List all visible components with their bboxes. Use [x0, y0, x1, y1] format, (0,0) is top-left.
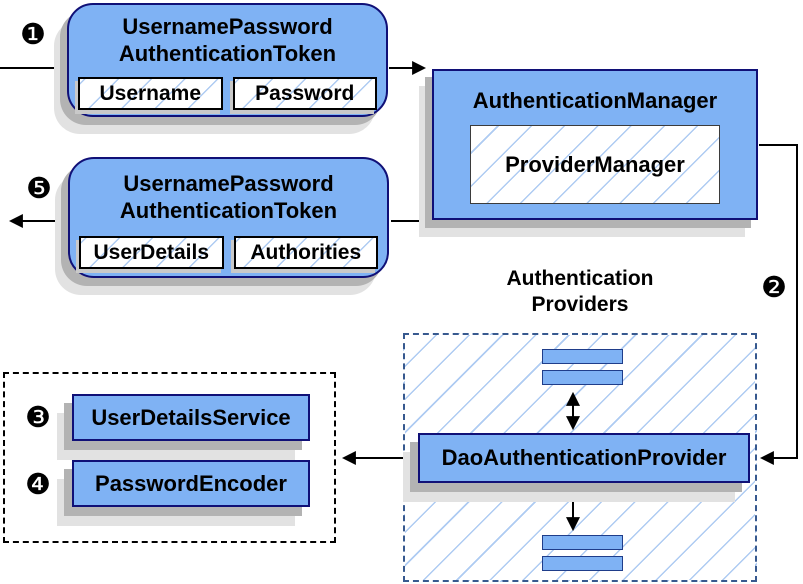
username-field-box: Username	[78, 77, 223, 110]
authentication-manager-title: AuthenticationManager	[472, 88, 718, 113]
user-details-service-node: UserDetailsService	[72, 394, 310, 441]
step-4-badge: ❹	[25, 469, 51, 501]
step-2-badge: ❷	[761, 272, 787, 304]
password-encoder-node: PasswordEncoder	[72, 460, 310, 507]
provider-manager-box: ProviderManager	[470, 125, 720, 204]
provider-list-bar	[542, 370, 623, 385]
step-5-badge: ❺	[26, 173, 52, 205]
request-token-title-line2: AuthenticationToken	[118, 41, 337, 66]
request-token-fields: Username Password	[78, 77, 377, 110]
provider-list-bar	[542, 535, 623, 550]
request-token-title-line1: UsernamePassword	[122, 14, 333, 39]
response-token-title: UsernamePassword AuthenticationToken	[70, 170, 387, 224]
authentication-manager-node: AuthenticationManager ProviderManager	[432, 69, 758, 220]
provider-list-bar	[542, 556, 623, 571]
authorities-field-box: Authorities	[233, 236, 378, 269]
password-field-box: Password	[232, 77, 377, 110]
response-token-fields: UserDetails Authorities	[79, 236, 378, 269]
step-1-badge: ❶	[20, 19, 46, 51]
response-token-title-line1: UsernamePassword	[123, 171, 334, 196]
userdetails-field-box: UserDetails	[79, 236, 224, 269]
collaborators-container	[3, 372, 336, 543]
providers-heading: Authentication Providers	[455, 266, 705, 318]
step-3-badge: ❸	[25, 402, 51, 434]
providers-heading-line2: Providers	[531, 293, 629, 316]
response-token-node: UsernamePassword AuthenticationToken Use…	[68, 157, 389, 278]
request-token-node: UsernamePassword AuthenticationToken Use…	[67, 3, 388, 117]
response-token-title-line2: AuthenticationToken	[119, 198, 338, 223]
providers-heading-line1: Authentication	[506, 267, 654, 290]
provider-list-bar	[542, 349, 623, 364]
request-token-title: UsernamePassword AuthenticationToken	[69, 13, 386, 67]
dao-authentication-provider-node: DaoAuthenticationProvider	[418, 433, 750, 483]
